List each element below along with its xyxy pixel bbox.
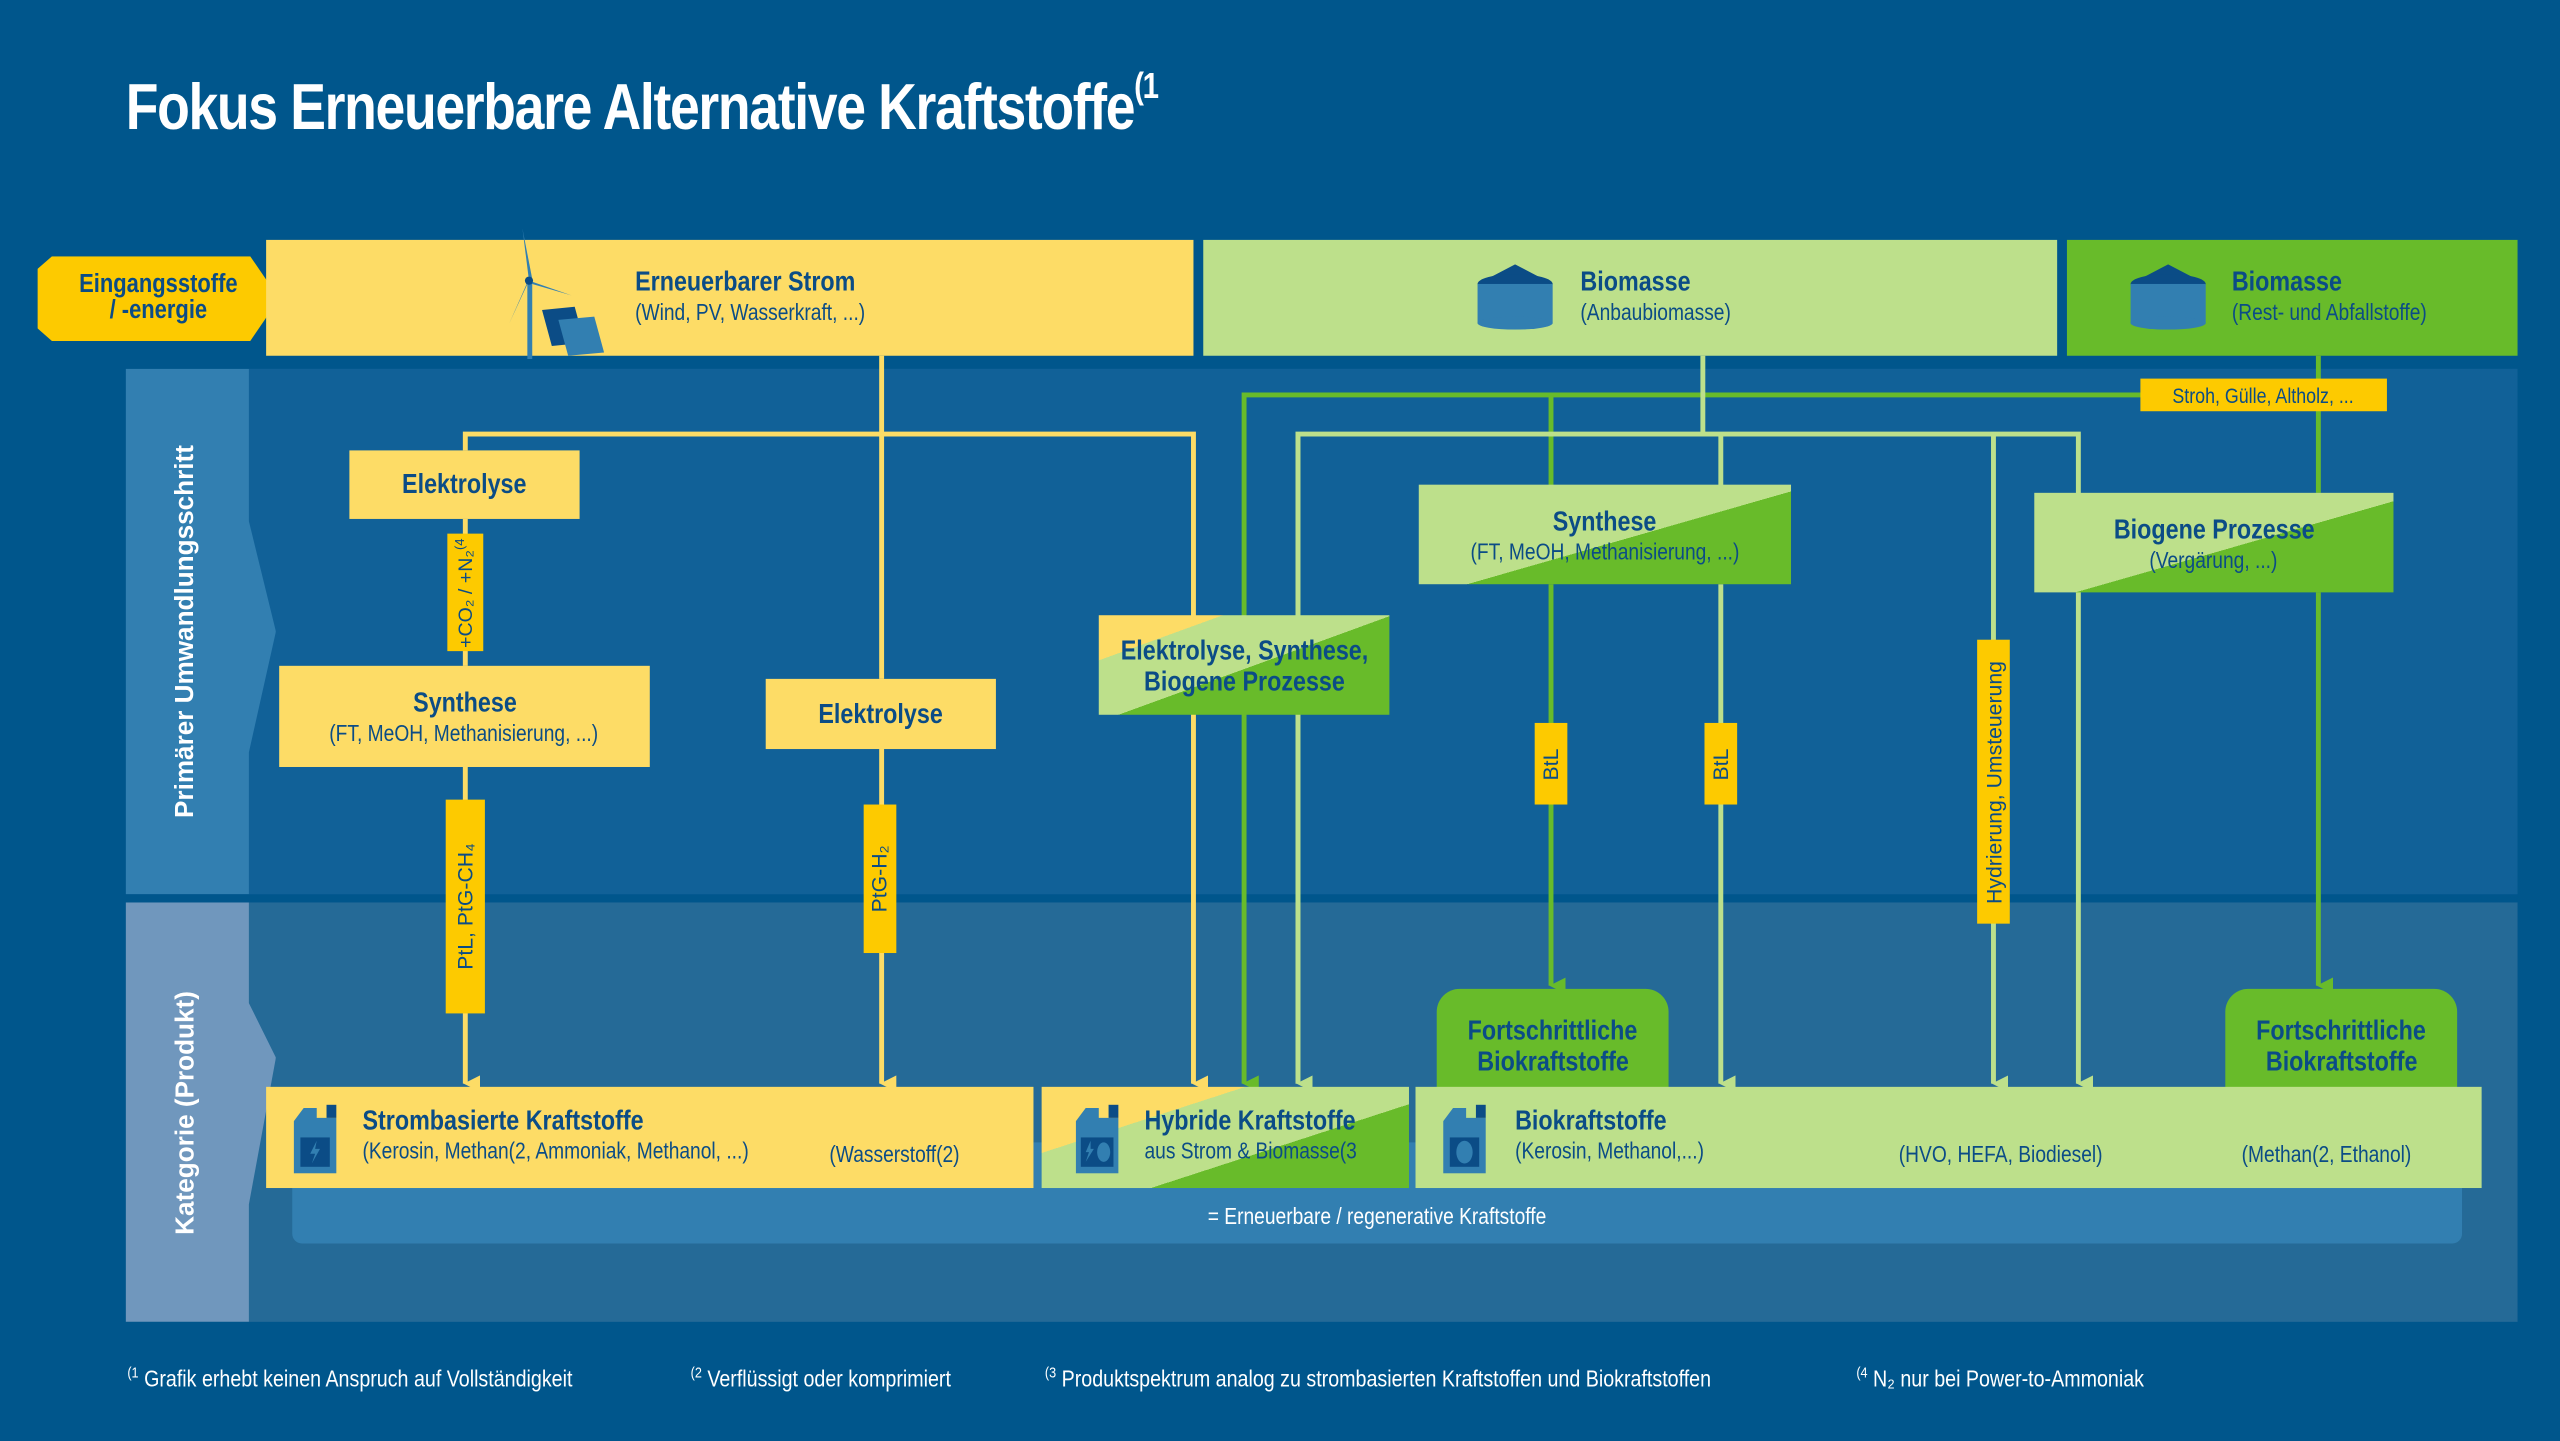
product-hybrid-subtitle: aus Strom & Biomasse(3 — [1144, 1137, 1357, 1164]
line-power-to-hybrid — [462, 431, 1209, 1092]
advanced-biofuels-1-line2: Biokraftstoffe — [1476, 1046, 1629, 1078]
wind-turbine-solar-icon — [506, 225, 628, 360]
process-synthese-bio-title: Synthese — [1553, 505, 1657, 537]
waste-examples-tag: Stroh, Gülle, Altholz, ... — [2140, 378, 2387, 412]
process-synthese-bio-subtitle: (FT, MeOH, Methanisierung, ...) — [1470, 537, 1740, 564]
page-title: Fokus Erneuerbare Alternative Kraftstoff… — [125, 65, 1159, 145]
footnote-3-mark: (3 — [1044, 1364, 1057, 1381]
line-waste-to-hybrid — [1241, 355, 2321, 1092]
hydrierung-tag-text: Hydrierung, Umsteuerung — [1981, 660, 2006, 904]
process-synthese-bio: Synthese (FT, MeOH, Methanisierung, ...) — [1418, 484, 1792, 585]
product-strom-hydrogen: (Wasserstoff(2) — [829, 1140, 960, 1167]
btl-tag-1-text: BtL — [1538, 747, 1564, 780]
product-strom-title: Strombasierte Kraftstoffe — [362, 1104, 644, 1136]
advanced-biofuels-2: Fortschrittliche Biokraftstoffe — [2225, 988, 2458, 1104]
input-crops-text: Biomasse (Anbaubiomasse) — [1580, 266, 1759, 328]
footnote-1-text: Grafik erhebt keinen Anspruch auf Vollst… — [144, 1365, 573, 1392]
process-hybrid: Elektrolyse, Synthese, Biogene Prozesse — [1098, 615, 1390, 715]
footnote-4-text: N₂ nur bei Power-to-Ammoniak — [1873, 1365, 2144, 1392]
footnote-1-mark: (1 — [127, 1364, 139, 1381]
footnote-2-mark: (2 — [690, 1364, 702, 1381]
input-power-title: Erneuerbarer Strom — [635, 265, 856, 298]
footnote-3: (3 Produktspektrum analog zu strombasier… — [1045, 1364, 1711, 1391]
process-synthese-power-title: Synthese — [412, 687, 517, 719]
product-bio — [1415, 1086, 2482, 1189]
silo-icon — [1474, 264, 1556, 337]
btl-tag-2-text: BtL — [1708, 747, 1734, 780]
input-crops-title: Biomasse — [1580, 265, 1691, 298]
product-bio-subtitle: (Kerosin, Methanol,...) — [1515, 1137, 1704, 1164]
co2-n2-footnote: (4 — [453, 537, 468, 550]
process-hybrid-line2: Biogene Prozesse — [1143, 664, 1345, 697]
product-bio-methan: (Methan(2, Ethanol) — [2241, 1140, 2412, 1167]
input-renewable-power — [266, 239, 1194, 356]
input-row-label-text: Eingangsstoffe / -energie — [79, 270, 238, 325]
waste-examples-text: Stroh, Gülle, Altholz, ... — [2172, 382, 2355, 408]
footnote-2-text: Verflüssigt oder komprimiert — [707, 1365, 951, 1392]
process-hybrid-line1: Elektrolyse, Synthese, — [1120, 633, 1368, 665]
product-strom-subtitle: (Kerosin, Methan(2, Ammoniak, Methanol, … — [362, 1137, 749, 1164]
advanced-biofuels-1-line1: Fortschrittliche — [1467, 1015, 1638, 1047]
footnote-4: (4 N₂ nur bei Power-to-Ammoniak — [1856, 1364, 2144, 1391]
product-strom — [266, 1086, 1034, 1189]
ptl-tag: PtL, PtG-CH₄ — [445, 799, 485, 1014]
footnote-3-text: Produktspektrum analog zu strombasierten… — [1061, 1365, 1712, 1392]
process-elektrolyse-1-label: Elektrolyse — [402, 468, 527, 500]
product-strom-text: Strombasierte Kraftstoffe (Kerosin, Meth… — [362, 1105, 822, 1167]
canister-lightning-icon — [287, 1102, 343, 1182]
process-synthese-power-subtitle: (FT, MeOH, Methanisierung, ...) — [330, 719, 599, 746]
silo-icon — [2127, 264, 2209, 337]
title-footnote-mark: (1 — [1134, 65, 1159, 107]
advanced-biofuels-2-line2: Biokraftstoffe — [2265, 1046, 2417, 1078]
input-waste-text: Biomasse (Rest- und Abfallstoffe) — [2232, 266, 2464, 328]
input-power-subtitle: (Wind, PV, Wasserkraft, ...) — [635, 298, 866, 325]
process-biogen-title: Biogene Prozesse — [2113, 513, 2315, 545]
title-text: Fokus Erneuerbare Alternative Kraftstoff… — [125, 71, 1136, 144]
process-elektrolyse-2-label: Elektrolyse — [818, 697, 944, 729]
input-row-label: Eingangsstoffe / -energie — [37, 256, 280, 342]
advanced-biofuels-1: Fortschrittliche Biokraftstoffe — [1436, 988, 1669, 1104]
ptg-h2-tag: PtG-H₂ — [863, 804, 897, 954]
process-elektrolyse-2: Elektrolyse — [765, 678, 996, 750]
input-power-text: Erneuerbarer Strom (Wind, PV, Wasserkraf… — [635, 266, 909, 328]
product-bio-title: Biokraftstoffe — [1515, 1104, 1667, 1136]
process-synthese-power: Synthese (FT, MeOH, Methanisierung, ...) — [279, 665, 650, 767]
co2-n2-label: +CO₂ / +N₂ — [454, 549, 478, 648]
co2-n2-text: +CO₂ / +N₂(4 — [453, 538, 477, 648]
renewable-fuels-note: = Erneuerbare / regenerative Kraftstoffe — [1207, 1202, 1547, 1229]
process-biogen: Biogene Prozesse (Vergärung, ...) — [2034, 492, 2394, 593]
hydrierung-tag: Hydrierung, Umsteuerung — [1977, 639, 2010, 924]
process-biogen-subtitle: (Vergärung, ...) — [2149, 545, 2278, 572]
input-waste-title: Biomasse — [2231, 265, 2342, 298]
ptl-tag-text: PtL, PtG-CH₄ — [453, 843, 478, 970]
product-hybrid-text: Hybride Kraftstoffe aus Strom & Biomasse… — [1144, 1105, 1397, 1167]
btl-tag-2: BtL — [1704, 722, 1738, 805]
ptg-h2-tag-text: PtG-H₂ — [867, 845, 893, 913]
input-waste-subtitle: (Rest- und Abfallstoffe) — [2231, 298, 2427, 325]
product-bio-hvo: (HVO, HEFA, Biodiesel) — [1898, 1140, 2103, 1167]
canister-leaf-icon — [1437, 1102, 1493, 1182]
advanced-biofuels-2-line1: Fortschrittliche — [2256, 1015, 2427, 1047]
btl-tag-1: BtL — [1534, 722, 1568, 805]
process-elektrolyse-1: Elektrolyse — [349, 450, 580, 519]
co2-n2-tag: +CO₂ / +N₂(4 — [447, 533, 484, 652]
footnote-2: (2 Verflüssigt oder komprimiert — [691, 1364, 951, 1391]
input-biomass-crops — [1203, 239, 2058, 356]
footnote-1: (1 Grafik erhebt keinen Anspruch auf Vol… — [127, 1364, 572, 1391]
product-hybrid-title: Hybride Kraftstoffe — [1144, 1104, 1356, 1136]
canister-hybrid-icon — [1069, 1102, 1125, 1182]
footnote-4-mark: (4 — [1856, 1364, 1868, 1381]
input-crops-subtitle: (Anbaubiomasse) — [1580, 298, 1731, 325]
product-bio-text: Biokraftstoffe (Kerosin, Methanol,...) — [1515, 1105, 1740, 1167]
